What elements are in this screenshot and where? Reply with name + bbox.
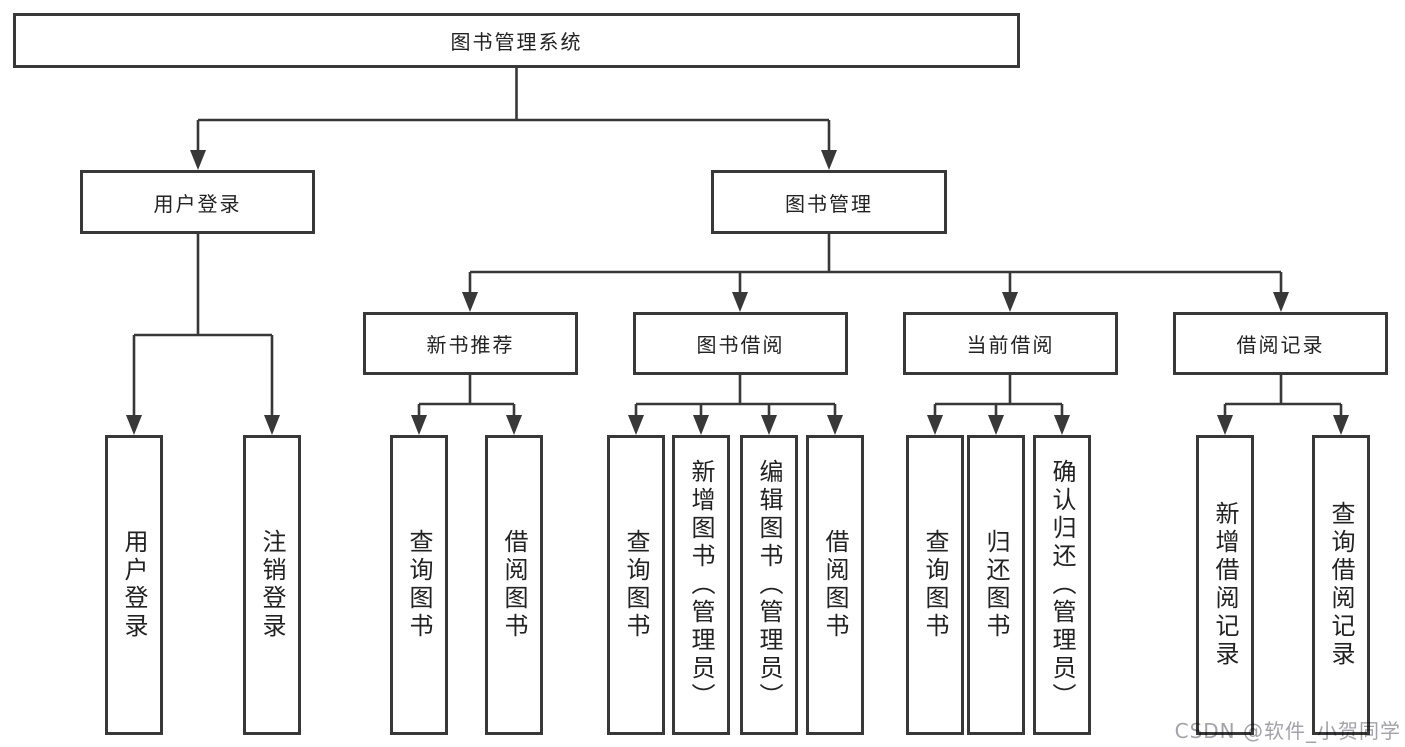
node-label: 查询图书 — [405, 529, 433, 641]
connector-book-borrow-children — [628, 375, 843, 435]
arrowhead-icon — [506, 415, 522, 435]
leaf-edit-books-admin: 编辑图书（管理员） — [740, 435, 798, 735]
arrowhead-icon — [1273, 292, 1289, 312]
leaf-borrow-books: 借阅图书 — [806, 435, 864, 735]
node-label: 查询图书 — [921, 529, 949, 641]
connector-user-login-children — [126, 234, 280, 435]
connector-borrow-records-children — [1217, 375, 1349, 435]
arrowhead-icon — [1054, 415, 1070, 435]
node-label: 借阅图书 — [821, 529, 849, 641]
arrowhead-icon — [628, 415, 644, 435]
node-borrow-records: 借阅记录 — [1173, 312, 1388, 375]
node-label: 编辑图书（管理员） — [755, 459, 783, 711]
arrowhead-icon — [462, 292, 478, 312]
connector-new-book-rec-children — [411, 375, 522, 435]
node-label: 当前借阅 — [966, 333, 1055, 357]
arrowhead-icon — [732, 292, 748, 312]
arrowhead-icon — [761, 415, 777, 435]
node-new-book-recommend: 新书推荐 — [363, 312, 578, 375]
leaf-user-login: 用户登录 — [105, 435, 163, 735]
node-label: 用户登录 — [153, 191, 242, 216]
node-label: 归还图书 — [982, 529, 1010, 641]
arrowhead-icon — [927, 415, 943, 435]
node-label: 确认归还（管理员） — [1048, 459, 1076, 711]
node-label: 用户登录 — [120, 529, 148, 641]
leaf-query-books-recommend: 查询图书 — [390, 435, 448, 735]
arrowhead-icon — [126, 415, 142, 435]
node-current-borrow: 当前借阅 — [903, 312, 1118, 375]
arrowhead-icon — [264, 415, 280, 435]
node-user-login: 用户登录 — [80, 170, 315, 234]
arrowhead-icon — [821, 150, 837, 170]
node-label: 新增借阅记录 — [1211, 501, 1239, 669]
leaf-logout: 注销登录 — [243, 435, 301, 735]
arrowhead-icon — [693, 415, 709, 435]
leaf-borrow-books-recommend: 借阅图书 — [485, 435, 543, 735]
node-label: 图书管理 — [785, 191, 873, 216]
node-label: 图书借阅 — [696, 333, 785, 357]
arrowhead-icon — [190, 150, 206, 170]
leaf-return-books: 归还图书 — [967, 435, 1025, 735]
node-book-borrow: 图书借阅 — [633, 312, 848, 375]
node-library-system: 图书管理系统 — [13, 13, 1020, 68]
connector-current-borrow-children — [927, 375, 1070, 435]
leaf-query-books-borrow: 查询图书 — [607, 435, 665, 735]
leaf-query-borrow-record: 查询借阅记录 — [1312, 435, 1370, 735]
node-book-management: 图书管理 — [711, 170, 947, 234]
watermark: CSDN @软件_小贺同学 — [1174, 719, 1401, 743]
leaf-add-borrow-record: 新增借阅记录 — [1196, 435, 1254, 735]
leaf-query-books-current: 查询图书 — [906, 435, 964, 735]
arrowhead-icon — [1002, 292, 1018, 312]
leaf-confirm-return-admin: 确认归还（管理员） — [1033, 435, 1091, 735]
arrowhead-icon — [988, 415, 1004, 435]
arrowhead-icon — [411, 415, 427, 435]
node-label: 查询图书 — [622, 529, 650, 641]
leaf-add-books-admin: 新增图书（管理员） — [672, 435, 730, 735]
node-label: 新书推荐 — [426, 333, 515, 357]
connector-book-mgmt-children — [462, 234, 1289, 312]
node-label: 查询借阅记录 — [1327, 501, 1355, 669]
node-label: 新增图书（管理员） — [687, 459, 715, 711]
node-label: 借阅记录 — [1236, 333, 1325, 357]
node-label: 借阅图书 — [500, 529, 528, 641]
node-label: 图书管理系统 — [450, 30, 583, 54]
arrowhead-icon — [1217, 415, 1233, 435]
connector-root-to-level2 — [190, 68, 837, 170]
arrowhead-icon — [1333, 415, 1349, 435]
node-label: 注销登录 — [258, 529, 286, 641]
arrowhead-icon — [827, 415, 843, 435]
